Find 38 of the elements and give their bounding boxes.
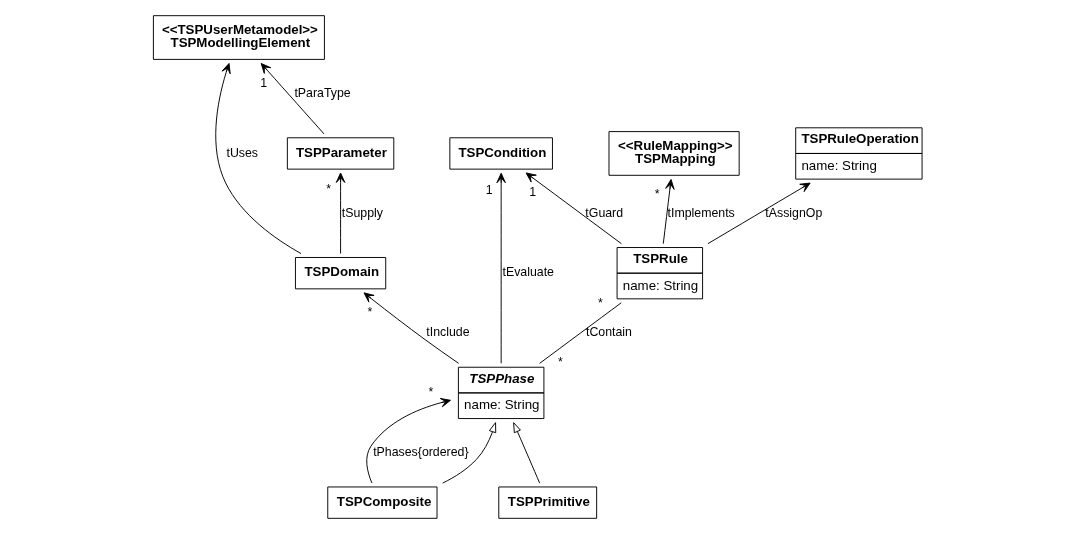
arrow [525,172,622,245]
node-box: TSPDomain [294,257,387,290]
arrow [662,179,675,245]
arrow [363,292,460,364]
connector [539,302,622,364]
arrow [442,422,497,484]
label: * [367,305,373,320]
node-box: TSPCondition [449,137,553,170]
label: * [597,295,603,310]
label: 1 [260,76,268,91]
node-box: TSPParameter [286,137,395,170]
label: 1 [529,185,537,199]
edge-label: tImplements [667,205,735,220]
arrow [335,172,346,255]
label: * [326,182,331,197]
label: * [428,385,434,400]
edge-label: tEvaluate [502,265,554,280]
arrow [496,172,506,364]
arrow [215,62,302,255]
label: 1 [485,182,493,197]
edge-label: tContain [586,325,632,340]
node-box: TSPPrimitive [498,486,598,519]
label: * [558,355,563,370]
label: * [654,187,660,202]
edge-label: tSupply [341,205,384,220]
node-box: TSPComposite [327,486,438,519]
edge-label: tUses [226,145,259,160]
arrow [260,62,325,135]
edge-label: tAssignOp [765,205,823,220]
edge-label: tGuard [585,205,624,220]
node-box: <<TSPUserMetamodel>> TSPModellingElement [152,15,325,60]
node-box: <<RuleMapping>> TSPMapping [608,131,740,176]
arrow [366,398,451,484]
arrow [513,422,541,484]
edge-label: tParaType [294,85,351,100]
edge-label: tPhases{ordered} [373,444,469,459]
edge-label: tInclude [426,325,470,340]
arrow [707,182,811,245]
